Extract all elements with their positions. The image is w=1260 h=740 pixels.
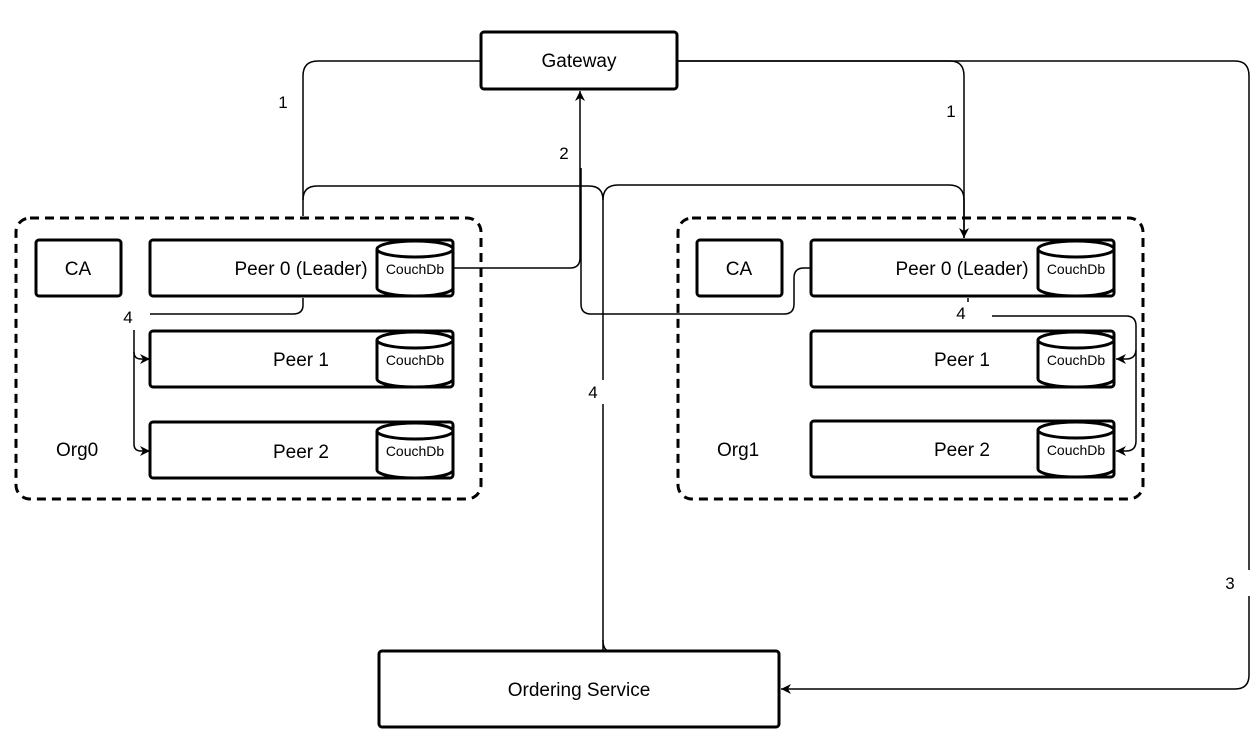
edge-orderer-org1-peer0-b (602, 184, 965, 238)
org0-peer2-couchdb: CouchDb (375, 421, 455, 480)
edge-org0-leader-to-peers (150, 298, 304, 315)
couchdb-label: CouchDb (1047, 261, 1106, 277)
org0-peer1-couchdb: CouchDb (375, 330, 455, 389)
org1-ca-box[interactable] (695, 238, 784, 298)
org1-container (676, 216, 1145, 501)
org0-peer2-label: Peer 2 (273, 442, 329, 463)
couchdb-label: CouchDb (386, 261, 445, 277)
edge-label-orderer-delivery: 4 (588, 383, 597, 402)
ordering-service-box[interactable] (377, 649, 781, 729)
edge-gateway-orderer (678, 60, 1250, 694)
org1-label: Org1 (717, 440, 759, 461)
gateway-label: Gateway (542, 51, 617, 72)
couchdb-label: CouchDb (386, 352, 445, 368)
edge-org0-to-peer2 (133, 352, 150, 456)
edge-org1-peer0-left-loop (580, 168, 810, 315)
org1-peer1-label: Peer 1 (934, 350, 990, 371)
org1-ca-label: CA (726, 259, 753, 280)
edge-label-gw-to-orderer: 3 (1225, 574, 1234, 593)
org0-ca-box[interactable] (34, 238, 123, 298)
edge-label-gw-org1: 1 (946, 102, 955, 121)
couchdb-label: CouchDb (1047, 442, 1106, 458)
couchdb-label: CouchDb (386, 443, 445, 459)
edge-label-peer-to-gw: 2 (559, 144, 568, 163)
org0-label: Org0 (56, 440, 98, 461)
edge-gateway-org0-peer0 (302, 60, 480, 216)
edge-label-gw-org0: 1 (278, 93, 287, 112)
edge-label-org1-gossip: 4 (956, 304, 965, 323)
org0-peer0-label: Peer 0 (Leader) (234, 259, 367, 280)
couchdb-label: CouchDb (1047, 352, 1106, 368)
edge-org0-to-peer1 (133, 330, 150, 364)
edge-gateway-org1-peer0 (678, 60, 969, 238)
org0-peer1-label: Peer 1 (273, 350, 329, 371)
edge-org1-to-peer1 (992, 315, 1137, 364)
edge-org1-to-peer2 (1116, 350, 1137, 456)
org1-peer0-couchdb: CouchDb (1036, 239, 1116, 298)
gateway-box[interactable] (479, 30, 679, 91)
edge-label-org0-gossip: 4 (123, 308, 132, 327)
edge-orderer-org1-peer0 (602, 639, 611, 652)
org0-peer0-couchdb: CouchDb (375, 239, 455, 298)
ordering-service-label: Ordering Service (508, 680, 651, 701)
org1-peer0-label: Peer 0 (Leader) (895, 259, 1028, 280)
org1-peer2-label: Peer 2 (934, 440, 990, 461)
edge-orderer-org0-peer0 (302, 185, 604, 651)
org1-peer1-couchdb: CouchDb (1036, 330, 1116, 389)
org1-peer2-couchdb: CouchDb (1036, 420, 1116, 479)
edge-org0-peer0-gateway (454, 91, 585, 269)
org0-container (14, 216, 483, 501)
org0-ca-label: CA (65, 259, 92, 280)
